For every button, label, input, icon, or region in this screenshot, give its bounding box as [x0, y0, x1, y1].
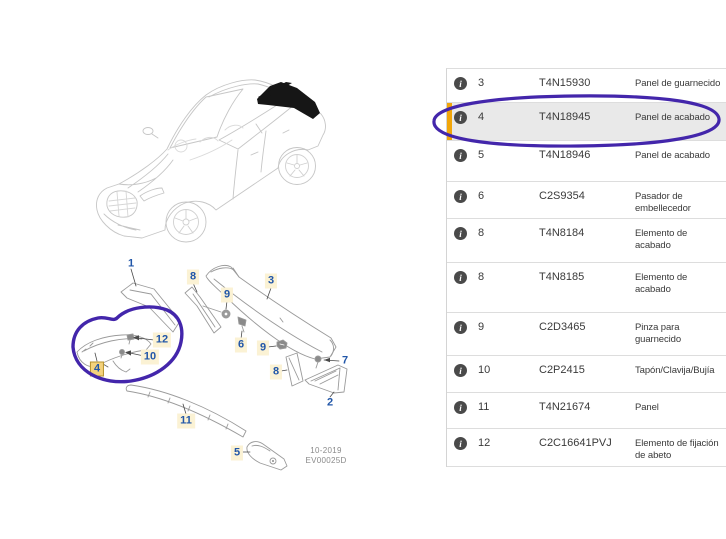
part-code: C2D3465 [539, 321, 586, 333]
vehicle-sketch [96, 79, 326, 243]
diagram-callout-label[interactable]: 5 [230, 445, 244, 461]
part-description: Elemento de acabado [635, 228, 688, 251]
diagram-callout-label[interactable]: 12 [152, 332, 172, 348]
part-code: T4N8184 [539, 227, 585, 239]
info-icon[interactable]: i [454, 227, 467, 240]
part-description: Panel de acabado [635, 150, 710, 161]
info-icon[interactable]: i [454, 77, 467, 90]
info-icon[interactable]: i [454, 111, 467, 124]
diagram-callout-label[interactable]: 1 [127, 257, 135, 270]
part-description: Panel [635, 402, 659, 413]
part-shape-5 [246, 441, 288, 471]
part-row[interactable]: i 8 T4N8184 Elemento de acabado [447, 219, 726, 263]
part-row[interactable]: i 6 C2S9354 Pasador de embellecedor [447, 182, 726, 219]
exploded-parts [76, 265, 348, 471]
parts-list: i 3 T4N15930 Panel de guarnecido i 4 T4N… [446, 68, 726, 467]
car-rear-wheel [278, 147, 316, 185]
car-headlight [139, 187, 165, 202]
part-description: Panel de guarnecido [635, 78, 721, 89]
part-number: 11 [478, 401, 490, 413]
part-number: 8 [478, 227, 485, 239]
part-code: C2P2415 [539, 364, 585, 376]
car-hood-creases [118, 153, 174, 193]
diagram-callout-label[interactable]: 6 [234, 337, 248, 353]
car-body-outline [96, 79, 326, 239]
info-icon[interactable]: i [454, 149, 467, 162]
part-description: Pinza para guarnecido [635, 322, 682, 345]
part-row[interactable]: i 4 T4N18945 Panel de acabado [447, 103, 726, 141]
part-code: T4N15930 [539, 77, 591, 89]
part-row[interactable]: i 8 T4N8185 Elemento de acabado [447, 263, 726, 313]
part-row[interactable]: i 11 T4N21674 Panel [447, 393, 726, 429]
car-roof-line [208, 83, 297, 102]
part-number: 6 [478, 190, 485, 202]
part-location-highlight [257, 82, 320, 119]
car-door-seams [232, 129, 290, 200]
car-interior-sketch [167, 124, 244, 161]
car-mirror [142, 127, 154, 135]
part-shape-7 [314, 355, 322, 369]
car-windshield [169, 88, 244, 149]
part-description: Pasador de embellecedor [635, 191, 691, 214]
part-shape-6 [237, 316, 247, 333]
part-description: Elemento de fijación de abeto [635, 438, 719, 461]
info-icon[interactable]: i [454, 364, 467, 377]
info-icon[interactable]: i [454, 190, 467, 203]
date-code-line1: 10-2019 [310, 446, 342, 455]
part-code: T4N18945 [539, 111, 591, 123]
car-bumper-lines [103, 213, 141, 231]
info-icon[interactable]: i [454, 437, 467, 450]
info-icon[interactable]: i [454, 401, 467, 414]
info-icon[interactable]: i [454, 321, 467, 334]
part-description: Tapón/Clavija/Bujía [635, 365, 715, 376]
part-shape-1 [120, 282, 181, 333]
part-number: 4 [478, 111, 485, 123]
part-shape-11 [125, 384, 247, 438]
part-code: C2C16641PVJ [539, 437, 612, 449]
part-shape-9a [221, 309, 231, 319]
part-code: T4N21674 [539, 401, 591, 413]
diagram-callout-label[interactable]: 9 [256, 340, 270, 356]
info-icon[interactable]: i [454, 271, 467, 284]
part-number: 3 [478, 77, 485, 89]
part-number: 8 [478, 271, 485, 283]
diagram-callout-label[interactable]: 8 [186, 269, 200, 285]
part-row[interactable]: i 9 C2D3465 Pinza para guarnecido [447, 313, 726, 356]
part-number: 9 [478, 321, 485, 333]
part-description: Elemento de acabado [635, 272, 688, 295]
part-shape-8b [285, 352, 304, 387]
diagram-callout-label[interactable]: 8 [269, 364, 283, 380]
part-row[interactable]: i 3 T4N15930 Panel de guarnecido [447, 69, 726, 103]
part-number: 10 [478, 364, 491, 376]
car-grille [106, 190, 138, 218]
part-code: C2S9354 [539, 190, 585, 202]
part-shape-9b [276, 339, 288, 350]
part-code: T4N8185 [539, 271, 585, 283]
diagram-callout-label[interactable]: 2 [326, 396, 334, 409]
part-number: 12 [478, 437, 491, 449]
car-side-glass [218, 99, 295, 150]
diagram-callout-label[interactable]: 4 [89, 361, 105, 377]
leader-lines [94, 268, 340, 453]
part-row[interactable]: i 10 C2P2415 Tapón/Clavija/Bujía [447, 356, 726, 393]
car-front-wheel [165, 201, 207, 243]
drawing-date-code: 10-2019 EV00025D [300, 446, 352, 466]
diagram-callout-label[interactable]: 11 [177, 413, 195, 429]
part-shape-8a [184, 286, 222, 334]
diagram-callout-label[interactable]: 3 [264, 273, 278, 289]
diagram-callout-label[interactable]: 7 [341, 354, 349, 367]
diagram-callout-label[interactable]: 10 [140, 349, 160, 365]
part-description: Panel de acabado [635, 112, 710, 123]
part-shape-2 [304, 364, 348, 394]
part-code: T4N18946 [539, 149, 591, 161]
date-code-line2: EV00025D [305, 456, 347, 465]
part-number: 5 [478, 149, 485, 161]
diagram-callout-label[interactable]: 9 [220, 287, 234, 303]
part-row[interactable]: i 5 T4N18946 Panel de acabado [447, 141, 726, 182]
part-row[interactable]: i 12 C2C16641PVJ Elemento de fijación de… [447, 429, 726, 467]
